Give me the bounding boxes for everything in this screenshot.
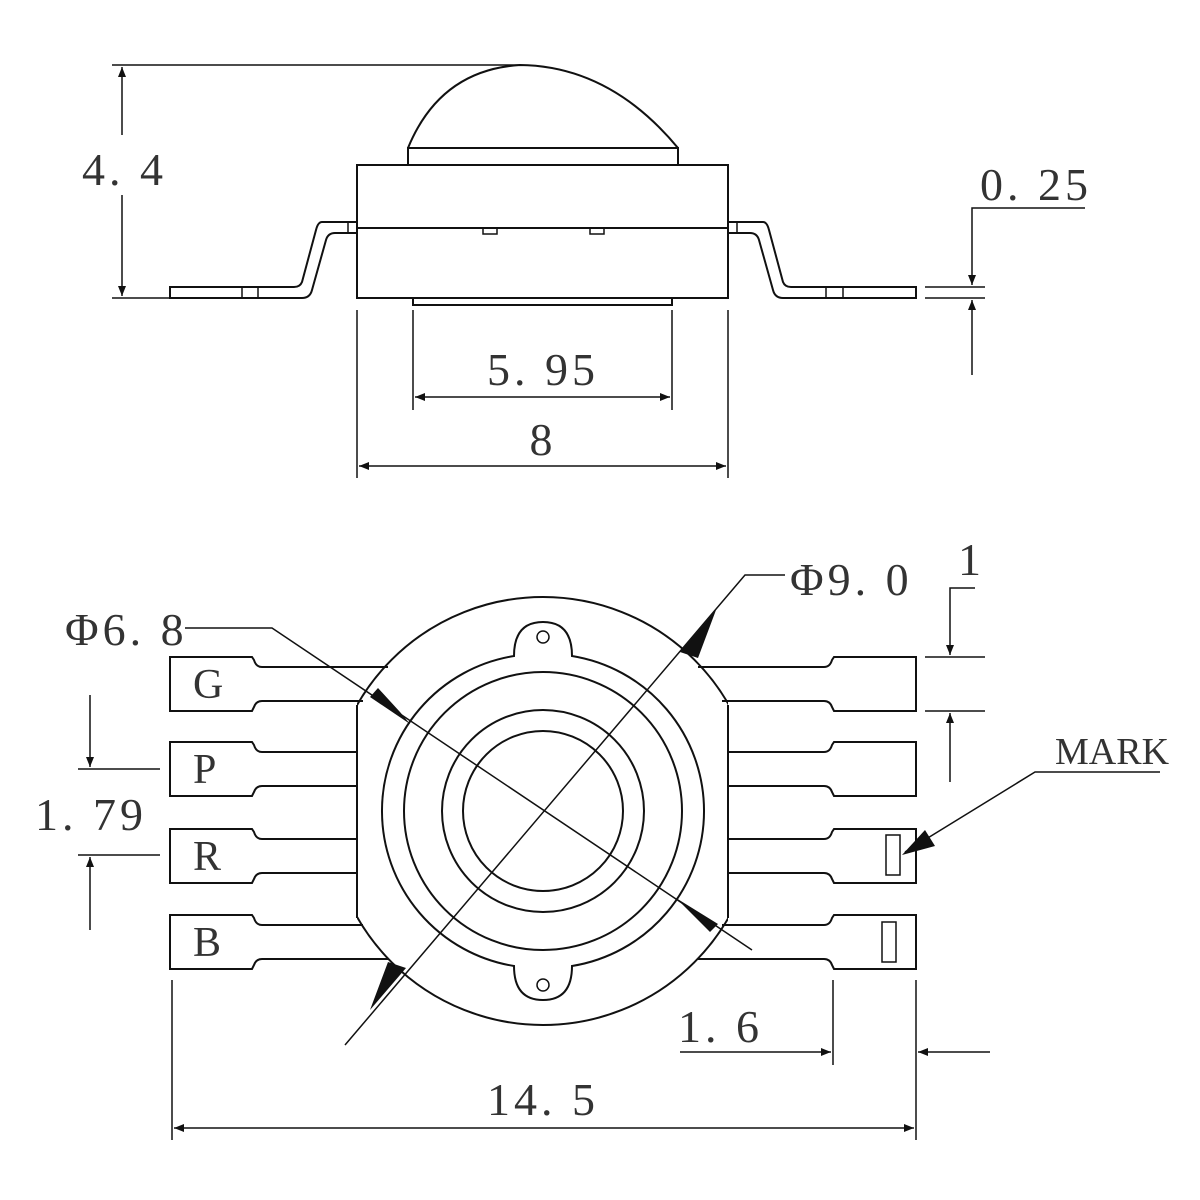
dim-label-lead-thickness: 0. 25: [980, 159, 1092, 210]
leader-line: [968, 207, 1085, 285]
leader-line-outer-diameter: [344, 574, 785, 1046]
dim-label-body-width: 8: [530, 414, 557, 465]
arrowhead: [676, 898, 718, 932]
mark-label: MARK: [1055, 731, 1170, 773]
arrowhead: [680, 610, 716, 658]
notch: [482, 227, 498, 235]
polarity-mark: [885, 834, 901, 876]
dim-label-base-width: 5. 95: [487, 344, 599, 395]
dim-label-pad-width: 1: [958, 534, 985, 585]
lead: [698, 914, 917, 970]
arrowhead: [370, 688, 410, 724]
left-leads: [169, 656, 388, 970]
bottom-plate: [412, 297, 673, 306]
lead-b: [169, 914, 388, 970]
notch: [589, 227, 605, 235]
pin-label: G: [193, 662, 223, 708]
pin-label: P: [193, 747, 216, 793]
polarity-mark: [881, 921, 897, 963]
dim-label-inner-diameter: Φ6. 8: [65, 604, 188, 655]
leader-line: [946, 587, 975, 655]
dim-label-pad-length: 1. 6: [678, 1001, 763, 1052]
lead: [728, 828, 917, 884]
bottom-view: G P R B Φ9. 0 Φ6. 8 1: [35, 534, 1170, 1140]
leader-line-mark: [904, 771, 1160, 853]
ring: [403, 671, 683, 951]
lead: [728, 741, 917, 797]
dim-label-pitch: 1. 79: [35, 789, 147, 840]
outer-body-outline: [357, 596, 728, 1026]
right-lead: [728, 221, 917, 299]
left-lead: [169, 221, 357, 299]
right-leads: [698, 656, 917, 970]
pin-label: R: [193, 834, 221, 880]
lead-g: [169, 656, 388, 712]
lens-ring: [462, 730, 624, 892]
arrowhead: [902, 830, 935, 855]
lens-base: [407, 147, 679, 166]
leader-line-inner-diameter: [185, 627, 753, 951]
dim-label-total-length: 14. 5: [487, 1074, 599, 1125]
tab-ring: [381, 620, 705, 1002]
dim-label-height: 4. 4: [82, 144, 167, 195]
mount-hole: [536, 978, 550, 992]
lead: [698, 656, 917, 712]
body-block: [356, 164, 729, 299]
ring: [441, 709, 645, 913]
lens-dome: [407, 63, 679, 149]
arrowhead: [370, 962, 406, 1010]
pin-label: B: [193, 920, 221, 966]
lead-p: [169, 741, 357, 797]
dim-label-outer-diameter: Φ9. 0: [790, 554, 913, 605]
mount-hole: [536, 630, 550, 644]
side-view: 4. 4 0. 25 5. 95 8: [82, 63, 1092, 478]
lead-r: [169, 828, 357, 884]
